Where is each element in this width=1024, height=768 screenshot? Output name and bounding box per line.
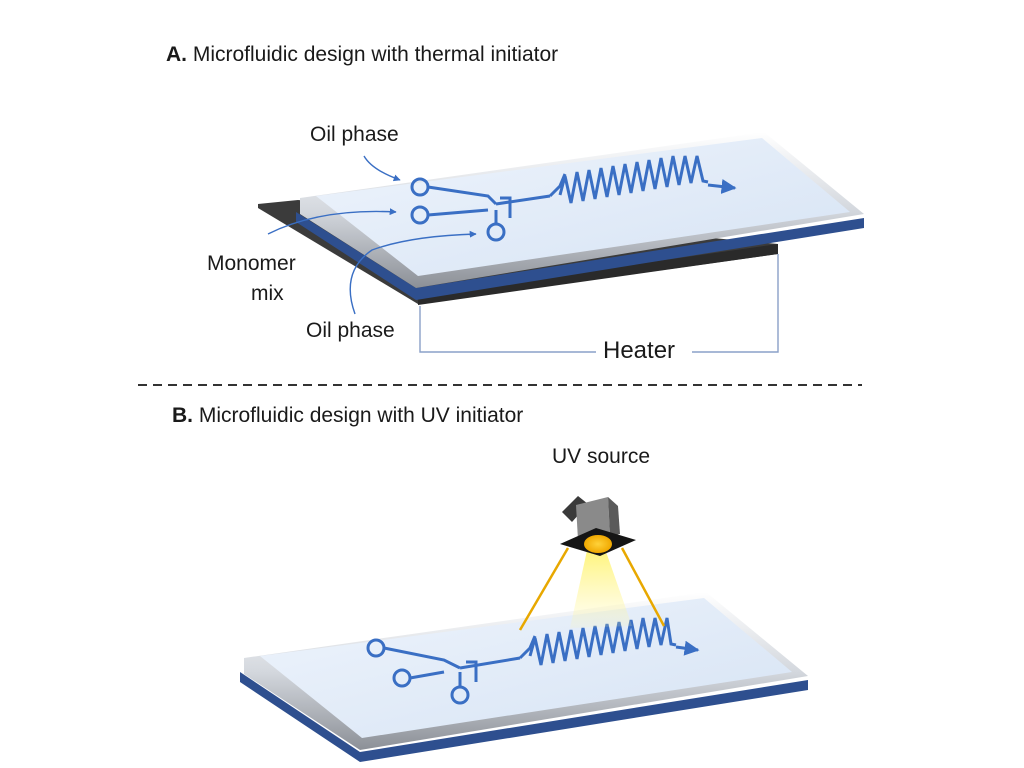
panel-b-title: B. Microfluidic design with UV initiator (172, 405, 523, 426)
label-monomer: Monomer (207, 252, 296, 275)
label-uv-source: UV source (552, 445, 651, 468)
panel-a-illustration (258, 132, 864, 353)
leader-lines-a (267, 155, 477, 315)
label-oil-phase-bottom: Oil phase (306, 319, 395, 342)
panel-b-illustration (240, 496, 808, 762)
chip-a-surface (316, 138, 850, 276)
heater-bracket (419, 254, 779, 353)
uv-beam-edges (518, 547, 666, 631)
chip-b-channels (366, 617, 700, 705)
chip-a-channels (410, 155, 737, 242)
panel-a-title-text: Microfluidic design with thermal initiat… (192, 43, 559, 66)
label-heater: Heater (603, 337, 676, 364)
panel-a-title: A. Microfluidic design with thermal init… (166, 44, 558, 65)
panel-b-title-text: Microfluidic design with UV initiator (198, 404, 524, 427)
panel-a-prefix: A. (166, 43, 187, 66)
uv-beam (570, 546, 632, 628)
label-mix: mix (251, 282, 284, 305)
panel-b-prefix: B. (172, 404, 193, 427)
label-oil-phase-top: Oil phase (310, 123, 399, 146)
uv-lamp-icon (560, 496, 636, 556)
